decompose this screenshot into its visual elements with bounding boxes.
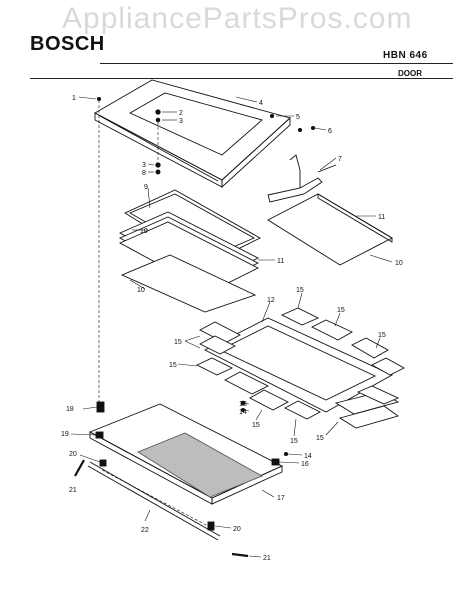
callout-9: 9: [144, 184, 148, 191]
callout-15c: 15: [378, 332, 386, 339]
callout-11: 11: [277, 258, 284, 265]
header-rule: [100, 63, 453, 64]
callout-10b: 10: [395, 260, 403, 267]
callout-4: 4: [259, 100, 263, 107]
callout-8: 8: [142, 170, 146, 177]
callout-7: 7: [338, 156, 342, 163]
callout-10: 10: [140, 228, 148, 235]
section-title: DOOR: [398, 69, 422, 78]
handle-rod: [87, 461, 221, 541]
glass-frame-part: [204, 317, 393, 413]
callout-15d: 15: [174, 339, 182, 346]
springs: [74, 459, 249, 558]
callout-21: 21: [69, 487, 77, 494]
assembly-lines: [98, 100, 209, 527]
callout-15g: 15: [290, 438, 298, 445]
callout-14: 14: [239, 409, 247, 416]
callout-3b: 3: [142, 162, 146, 169]
callout-11b: 11: [378, 214, 385, 221]
leader-lines: [70, 96, 393, 558]
brand-logo: BOSCH: [30, 33, 105, 55]
callout-15h: 15: [316, 435, 324, 442]
callout-2: 2: [179, 110, 183, 117]
callout-18: 18: [66, 406, 74, 413]
callout-22: 22: [141, 527, 149, 534]
callout-1: 1: [72, 95, 76, 102]
hinge-part: [267, 154, 337, 203]
callout-12: 12: [267, 297, 275, 304]
spacer-blocks: [195, 307, 405, 429]
right-glass-pane: [267, 193, 393, 266]
callout-6: 6: [328, 128, 332, 135]
callout-10c: 10: [137, 287, 145, 294]
callout-15b: 15: [337, 307, 345, 314]
section-rule: [30, 78, 453, 79]
callout-15f: 15: [252, 422, 260, 429]
callout-19: 19: [61, 431, 69, 438]
door-frame-part: [94, 79, 291, 189]
callout-20: 20: [69, 451, 77, 458]
model-number: HBN 646: [383, 50, 428, 61]
inner-door-panel: [88, 403, 284, 505]
callout-16: 16: [301, 461, 309, 468]
callout-5: 5: [296, 114, 300, 121]
callout-20b: 20: [233, 526, 241, 533]
callout-3: 3: [179, 118, 183, 125]
glass-pane-stack: [118, 211, 259, 313]
fasteners: [95, 96, 316, 531]
callout-15e: 15: [169, 362, 177, 369]
callout-14b: 14: [304, 453, 312, 460]
callout-21b: 21: [263, 555, 271, 562]
callout-15a: 15: [296, 287, 304, 294]
callout-17: 17: [277, 495, 285, 502]
watermark: AppliancePartsPros.com: [62, 2, 413, 35]
callout-13: 13: [239, 401, 247, 408]
